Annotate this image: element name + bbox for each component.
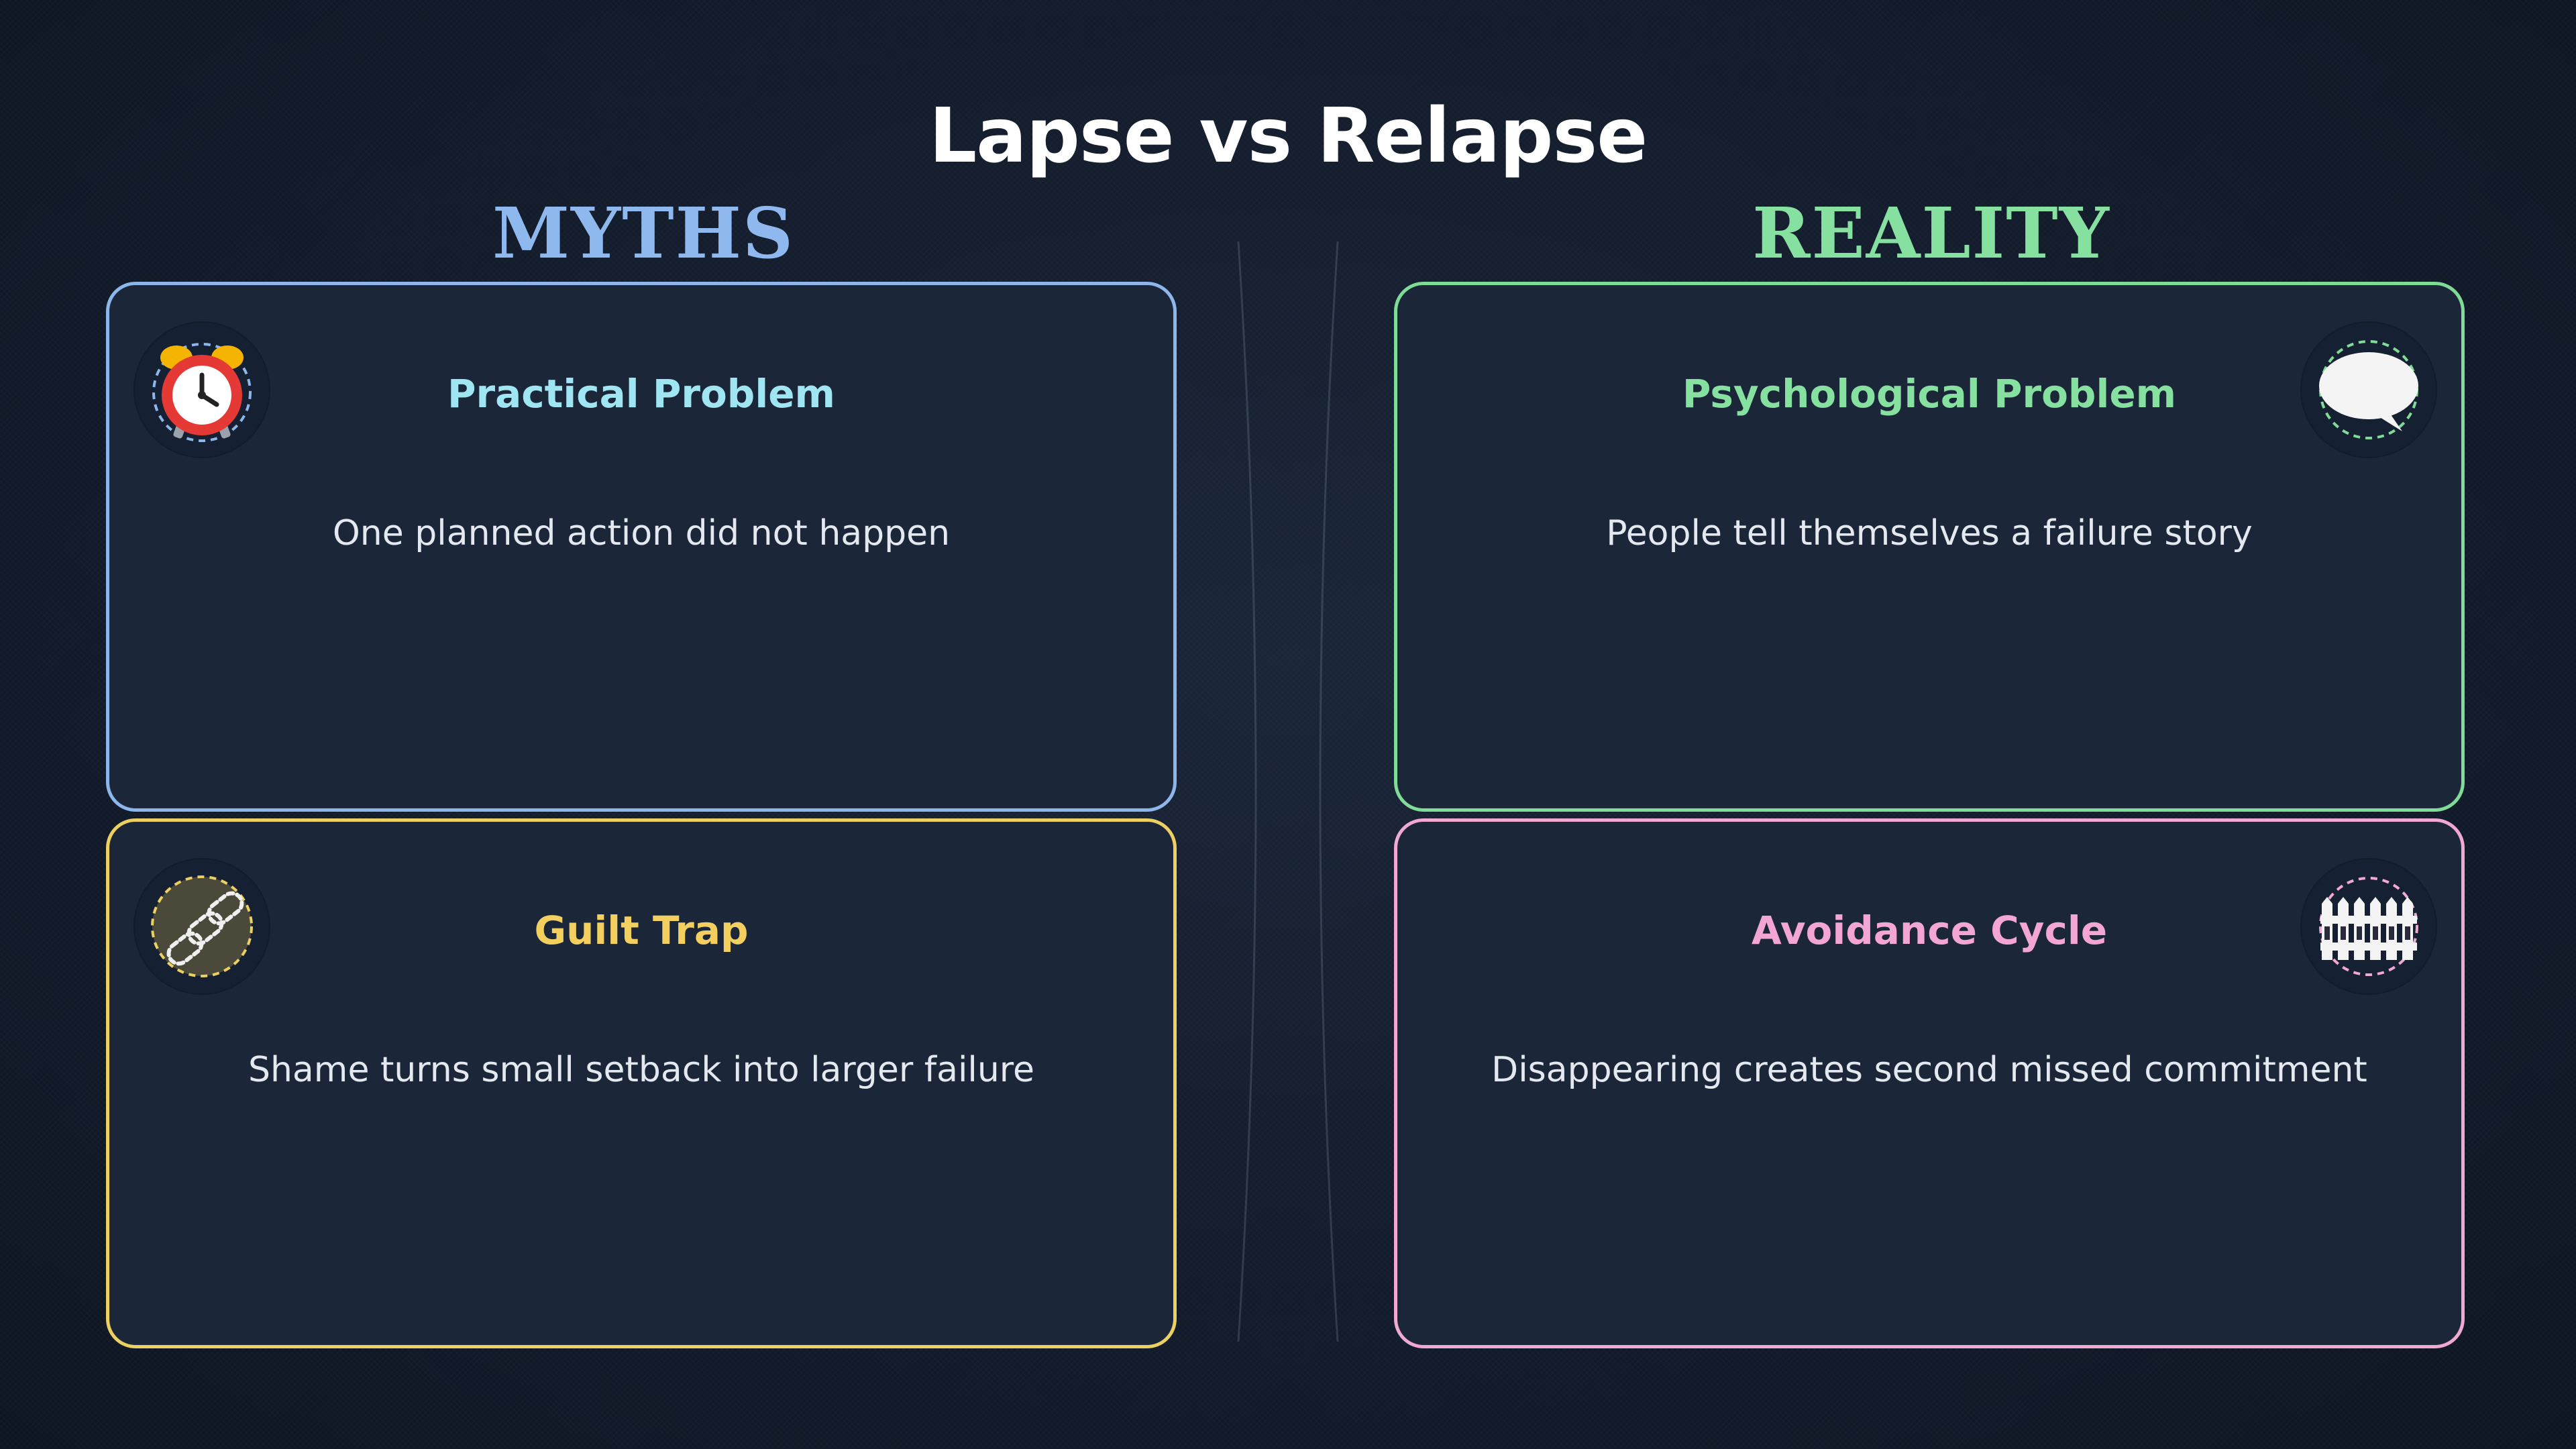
slide-title: Lapse vs Relapse xyxy=(928,93,1648,180)
card-description: Disappearing creates second missed commi… xyxy=(1491,1050,2367,1090)
card-title: Guilt Trap xyxy=(534,908,749,953)
card-title: Practical Problem xyxy=(447,371,835,417)
card-guilt-trap: Guilt Trap Shame turns small setback int… xyxy=(106,818,1177,1348)
speech-bubble-icon xyxy=(2302,323,2436,457)
chains-icon xyxy=(135,859,269,994)
card-description: One planned action did not happen xyxy=(332,513,951,553)
fence-icon xyxy=(2302,859,2436,994)
card-title: Avoidance Cycle xyxy=(1751,908,2108,953)
card-description: People tell themselves a failure story xyxy=(1606,513,2253,553)
column-divider xyxy=(1237,241,1339,1342)
card-title: Psychological Problem xyxy=(1682,371,2177,417)
card-description: Shame turns small setback into larger fa… xyxy=(248,1050,1035,1090)
card-psychological-problem: Psychological Problem People tell themse… xyxy=(1394,282,2465,812)
card-practical-problem: Practical Problem One planned action did… xyxy=(106,282,1177,812)
card-avoidance-cycle: Avoidance Cycle Disappearing creates sec… xyxy=(1394,818,2465,1348)
myths-heading: MYTHS xyxy=(492,192,795,274)
alarm-clock-icon xyxy=(135,323,269,457)
reality-heading: REALITY xyxy=(1752,192,2110,274)
